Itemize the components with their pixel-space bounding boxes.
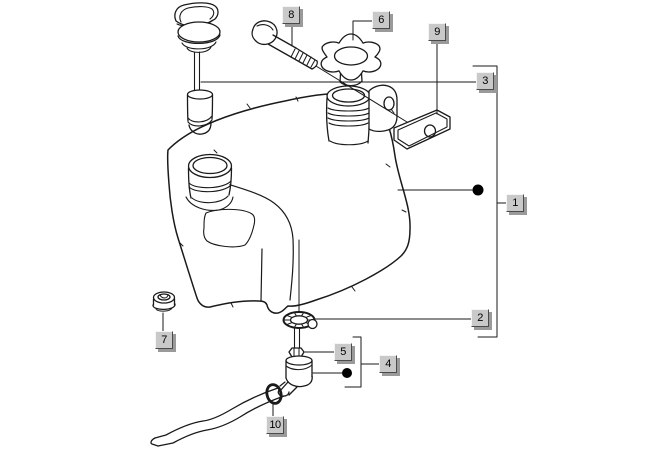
dipstick-float [186,89,214,135]
callout-dot-4 [342,368,352,378]
strainer-washer [282,311,318,330]
oil-hose [150,387,285,447]
callout-1[interactable]: 1 [506,194,524,212]
oil-tank-body [166,92,411,314]
bolt-threads [290,48,316,68]
dipstick-cap [177,21,221,53]
dipstick-cap-assembly [174,2,221,135]
dipstick-stem [193,51,201,94]
callout-3[interactable]: 3 [476,72,494,90]
outlet-stem-nut [288,327,305,358]
bracket-plate [393,109,451,150]
callout-8[interactable]: 8 [282,6,300,24]
leader-lines [162,20,507,417]
grommet [152,291,176,312]
dipstick-boss [187,153,233,204]
screw-bolt [251,20,318,70]
callout-7[interactable]: 7 [155,331,173,349]
neck-flange-tab [368,84,398,133]
sketch-ticks [179,96,407,308]
filler-cap-knob [320,33,382,87]
callout-5[interactable]: 5 [334,343,352,361]
callout-2[interactable]: 2 [471,309,489,327]
elbow-fitting [277,355,313,397]
callout-6[interactable]: 6 [372,11,390,29]
hose-clamp [265,381,286,405]
callout-dot-1 [472,184,484,196]
callout-4[interactable]: 4 [379,355,397,373]
callout-10[interactable]: 10 [266,416,284,434]
callout-9[interactable]: 9 [428,23,446,41]
